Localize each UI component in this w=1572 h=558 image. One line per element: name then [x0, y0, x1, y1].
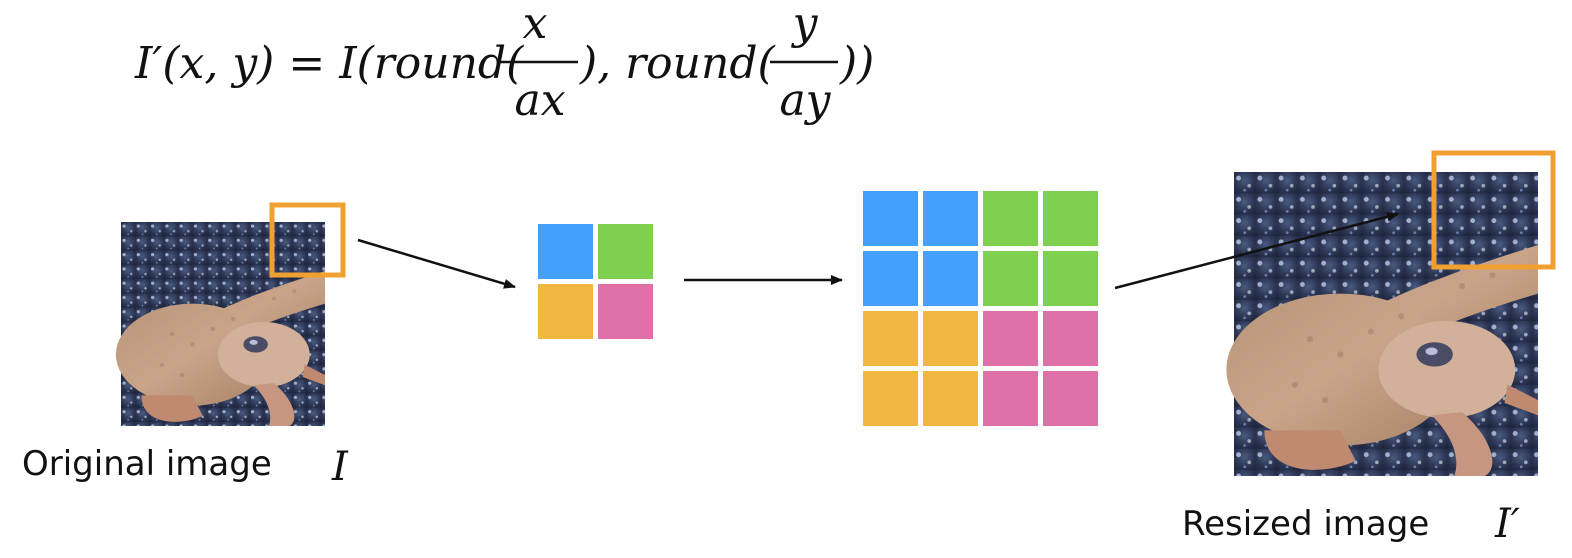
large-grid-cell-0-1: [923, 191, 978, 246]
formula-frac2-numerator: y: [791, 0, 819, 49]
original-image: [115, 222, 326, 426]
large-pixel-grid: [863, 191, 1098, 426]
small-pixel-grid: [538, 224, 653, 339]
large-grid-cell-1-0: [863, 251, 918, 306]
large-grid-cell-3-0: [863, 371, 918, 426]
large-grid-cell-3-3: [1043, 371, 1098, 426]
resized-highlight-box: [1431, 150, 1556, 270]
resized-image-label: Resized image: [1182, 504, 1429, 544]
large-grid-cell-0-2: [983, 191, 1038, 246]
formula-mid: ), round(: [579, 38, 776, 89]
formula: I′(x, y) = I(round( x ax ), round( y ay …: [134, 0, 874, 126]
formula-lhs: I′(x, y) = I(round(: [134, 38, 524, 89]
arrow-original-to-small-grid: [357, 238, 516, 289]
large-grid-cell-2-0: [863, 311, 918, 366]
large-grid-cell-3-1: [923, 371, 978, 426]
large-grid-cell-2-1: [923, 311, 978, 366]
formula-frac1-numerator: x: [523, 0, 548, 49]
formula-frac1-denominator: ax: [514, 75, 565, 126]
original-image-label: Original image: [22, 444, 272, 484]
large-grid-cell-1-3: [1043, 251, 1098, 306]
large-grid-cell-3-2: [983, 371, 1038, 426]
large-grid-cell-2-2: [983, 311, 1038, 366]
original-image-symbol: I: [331, 444, 349, 490]
large-grid-cell-0-0: [863, 191, 918, 246]
large-grid-cell-2-3: [1043, 311, 1098, 366]
original-highlight-box: [269, 202, 346, 278]
small-grid-cell-0-1: [598, 224, 653, 279]
formula-frac2-denominator: ay: [779, 75, 831, 126]
arrow-large-grid-to-resized: [1114, 211, 1399, 290]
formula-end: )): [839, 38, 874, 89]
large-grid-cell-0-3: [1043, 191, 1098, 246]
small-grid-cell-0-0: [538, 224, 593, 279]
resized-image-symbol: I′: [1494, 501, 1520, 547]
small-grid-cell-1-0: [538, 284, 593, 339]
small-grid-cell-1-1: [598, 284, 653, 339]
large-grid-cell-1-2: [983, 251, 1038, 306]
large-grid-cell-1-1: [923, 251, 978, 306]
